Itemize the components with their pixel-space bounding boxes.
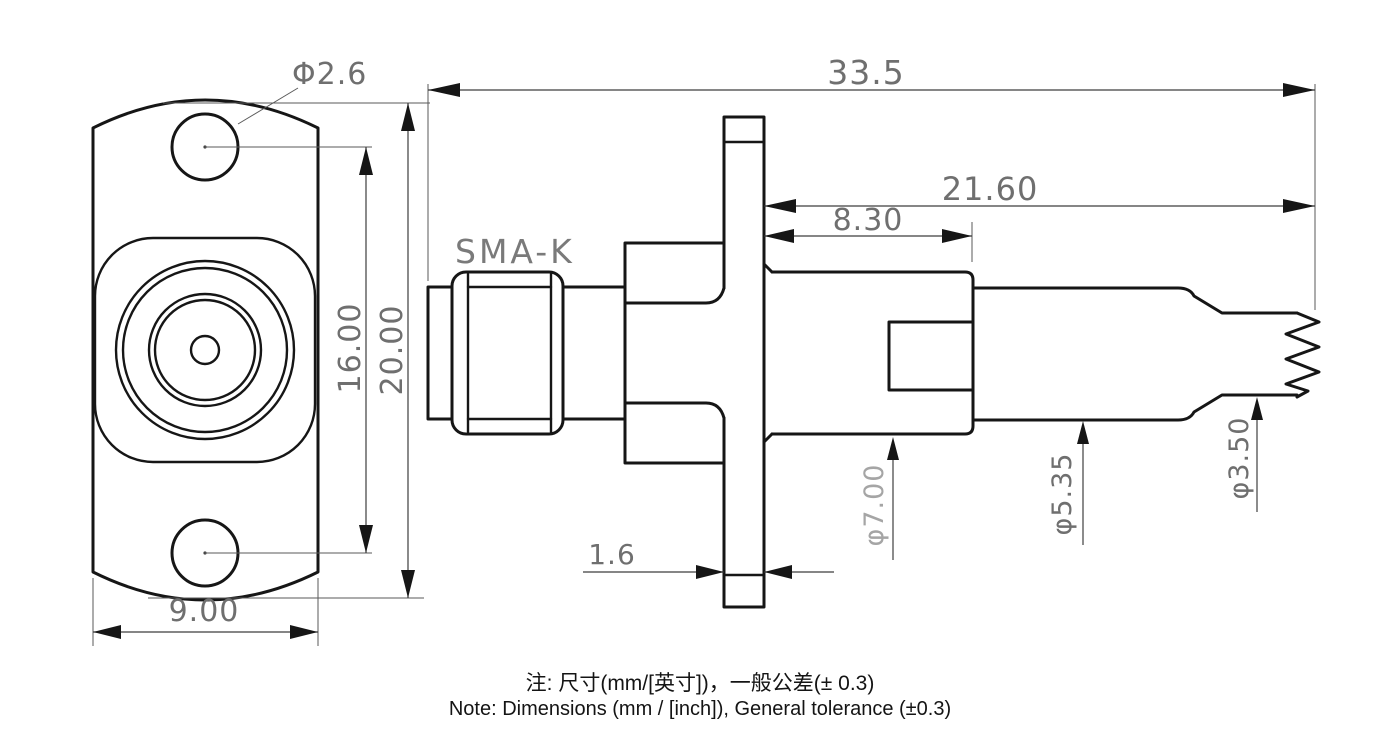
dimensions-front-view: Φ2.6 16.00 20.00 9.00	[92, 57, 430, 646]
interface-stub	[426, 285, 454, 421]
clamp-block-step-bottom	[623, 401, 726, 420]
note-line-english: Note: Dimensions (mm / [inch]), General …	[449, 698, 951, 720]
boss-body	[770, 270, 975, 436]
dim-hole-diameter: Φ2.6	[292, 57, 367, 92]
flange-side	[722, 115, 766, 609]
coupling-ring-inner	[121, 266, 289, 434]
center-pin-hole	[189, 334, 221, 366]
front-view-flange	[91, 98, 320, 602]
dimensions-side-view: SMA-K 33.5 21.60 8.30 1.6 φ7.00 φ5.35	[427, 53, 1316, 579]
insulator-ring-inner	[153, 298, 257, 402]
note-line-chinese: 注: 尺寸(mm/[英寸])，一般公差(± 0.3)	[526, 672, 875, 695]
side-view-connector	[426, 115, 1321, 609]
leader-hole-diameter	[237, 87, 299, 125]
dim-flange-height: 20.00	[375, 305, 410, 396]
connector-type-label: SMA-K	[455, 232, 575, 271]
dim-flange-width: 9.00	[169, 594, 240, 629]
nut-face-lines	[466, 285, 553, 421]
coupling-nut	[450, 270, 565, 436]
insulator-ring-outer	[147, 292, 263, 408]
flange-arc-lines	[722, 140, 766, 577]
flange-outline	[91, 98, 320, 602]
rear-body-top	[971, 286, 1299, 315]
dim-cable-diameter: φ3.50	[1224, 417, 1255, 500]
clamp-block-step-top	[623, 286, 726, 305]
boss-notch	[887, 320, 975, 392]
hex-nut-front-outline	[93, 236, 317, 464]
boss-chamfer	[762, 262, 774, 444]
dim-body-diameter: φ5.35	[1047, 453, 1078, 536]
neck-cylinder	[561, 285, 627, 421]
dim-flange-thickness: 1.6	[588, 538, 636, 571]
dim-boss-length: 8.30	[833, 203, 904, 238]
dim-hole-spacing: 16.00	[333, 303, 368, 394]
cable-break-line	[1284, 311, 1321, 399]
dim-boss-diameter: φ7.00	[859, 464, 890, 547]
coupling-ring-outer	[114, 259, 296, 441]
notes-block: 注: 尺寸(mm/[英寸])，一般公差(± 0.3) Note: Dimensi…	[449, 672, 951, 720]
clamp-block	[623, 241, 726, 465]
dim-overall-length: 33.5	[827, 53, 904, 92]
rear-body-bottom	[971, 393, 1299, 422]
dim-rear-length: 21.60	[942, 170, 1039, 208]
